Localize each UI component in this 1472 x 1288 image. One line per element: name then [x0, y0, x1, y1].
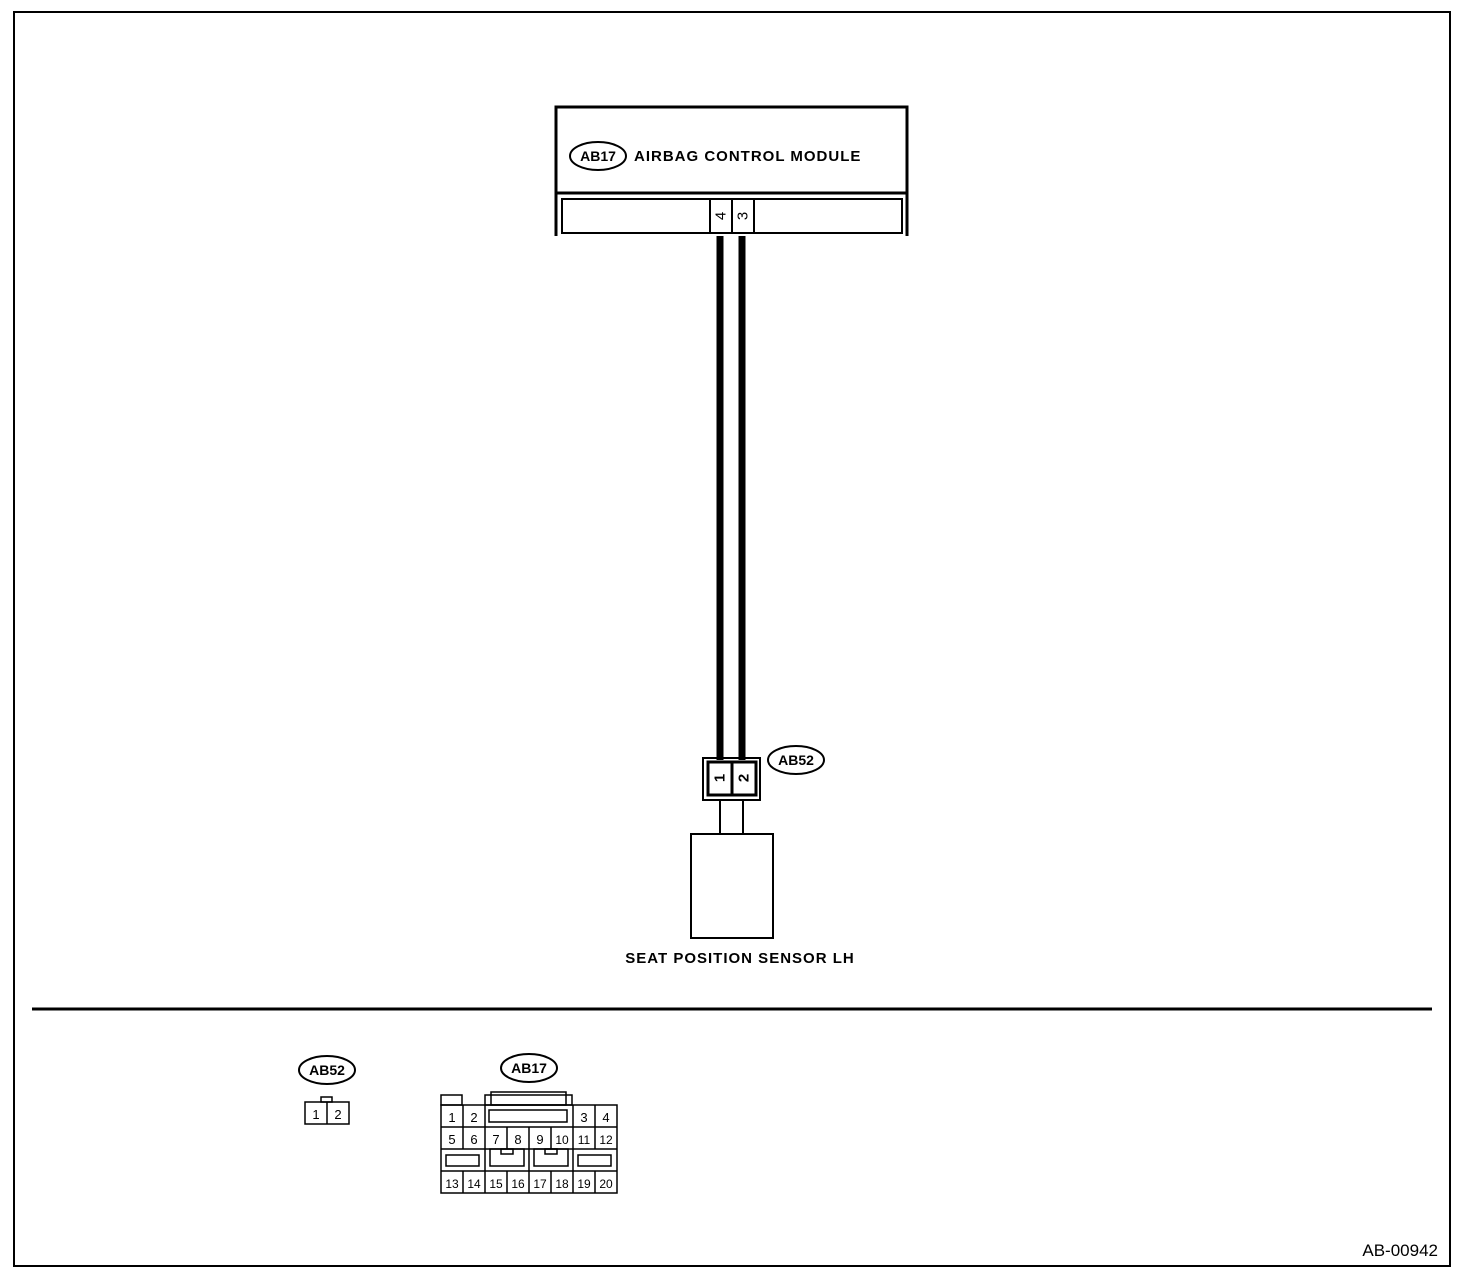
legend-ab17-pin: 13	[445, 1177, 459, 1191]
sensor-connector-badge	[767, 745, 825, 775]
sensor-connector: 1 2 AB52	[702, 745, 825, 801]
sensor-pin-1: 1	[712, 774, 729, 782]
legend-ab17-pin: 6	[470, 1132, 477, 1147]
legend-ab17-pin: 12	[599, 1133, 613, 1147]
legend-ab17-pin: 7	[492, 1132, 499, 1147]
figure-id: AB-00942	[1362, 1241, 1438, 1260]
module-pin-3: 3	[735, 212, 752, 220]
harness-wires	[716, 236, 746, 760]
legend-ab17-pin: 8	[514, 1132, 521, 1147]
seat-position-sensor: SEAT POSITION SENSOR LH	[625, 800, 854, 967]
legend-ab17: AB17	[440, 1053, 618, 1194]
legend-ab52-badge	[298, 1055, 356, 1085]
module-pin-3-cell	[731, 198, 755, 234]
legend-ab52-id: AB52	[309, 1062, 345, 1078]
module-title: AIRBAG CONTROL MODULE	[634, 148, 861, 165]
legend-ab17-pin: 5	[448, 1132, 455, 1147]
legend-ab17-pin: 11	[578, 1133, 591, 1147]
legend-ab17-pin: 10	[555, 1133, 569, 1147]
legend-ab17-pin: 9	[536, 1132, 543, 1147]
legend-ab17-pin: 3	[580, 1110, 587, 1125]
legend-ab52-pin-1: 1	[312, 1107, 319, 1122]
legend-ab17-pin: 4	[602, 1110, 609, 1125]
legend-ab17-pin: 20	[599, 1177, 613, 1191]
diagram-frame	[13, 11, 1451, 1267]
legend-ab17-badge	[500, 1053, 558, 1083]
sensor-title: SEAT POSITION SENSOR LH	[625, 950, 854, 967]
legend-ab52: AB52 1 2	[298, 1055, 356, 1125]
legend-ab17-pin: 17	[533, 1177, 547, 1191]
legend-ab17-pin: 14	[467, 1177, 481, 1191]
module-connector-badge	[569, 141, 627, 171]
legend-ab17-id: AB17	[511, 1060, 547, 1076]
legend-ab52-pin-2: 2	[334, 1107, 341, 1122]
legend-ab17-pin: 2	[470, 1110, 477, 1125]
module-pin-4: 4	[713, 212, 730, 220]
legend-ab17-pin: 18	[555, 1177, 569, 1191]
legend-ab17-pin: 16	[511, 1177, 525, 1191]
legend-ab17-pin: 19	[577, 1177, 591, 1191]
sensor-connector-id: AB52	[778, 752, 814, 768]
module-connector-id: AB17	[580, 148, 616, 164]
sensor-pin-2-cell	[730, 760, 758, 797]
legend-ab17-pin: 15	[489, 1177, 503, 1191]
legend-ab17-pin: 1	[448, 1110, 455, 1125]
airbag-control-module: 4 3 AB17 AIRBAG CONTROL MODULE	[554, 105, 909, 236]
sensor-body	[690, 833, 774, 939]
sensor-pin-2: 2	[736, 774, 753, 782]
